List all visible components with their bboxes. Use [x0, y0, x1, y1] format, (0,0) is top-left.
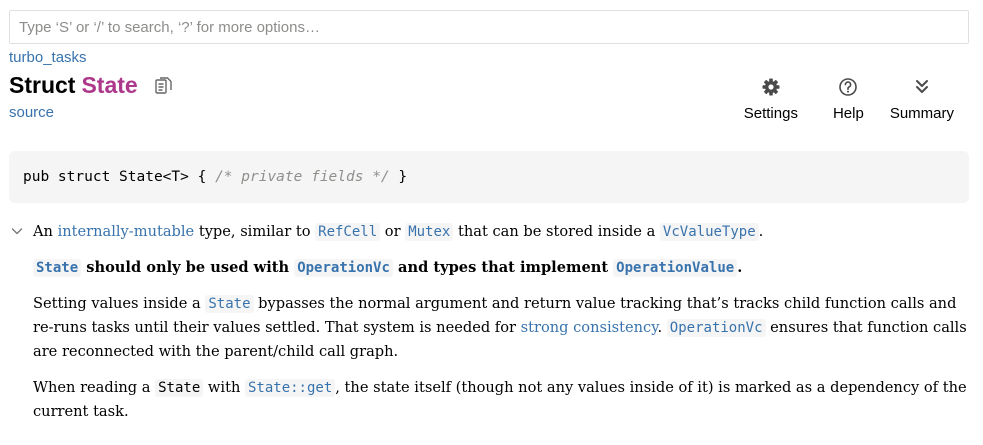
search-bar: [9, 10, 969, 44]
copy-path-icon: [155, 76, 172, 94]
state-get-link[interactable]: State::get: [244, 379, 336, 397]
item-kind: Struct: [9, 72, 76, 98]
refcell-link[interactable]: RefCell: [315, 223, 381, 241]
text: When reading a: [33, 379, 156, 396]
crate-link[interactable]: turbo_tasks: [9, 49, 87, 66]
toolbar: Settings Help Summary: [731, 77, 967, 122]
text: bypasses the normal argument and return …: [33, 295, 957, 336]
text: should only be used with: [81, 259, 295, 276]
docblock: An internally-mutable type, similar to R…: [9, 220, 969, 424]
help-button[interactable]: Help: [820, 77, 877, 122]
operationvc-link[interactable]: OperationVc: [294, 259, 393, 277]
operationvalue-link[interactable]: OperationValue: [613, 259, 738, 277]
page-title: Struct State: [9, 72, 174, 99]
mutex-link[interactable]: Mutex: [405, 223, 454, 241]
text: or: [380, 223, 406, 240]
text: ensures that function calls are reconnec…: [33, 319, 967, 360]
state-link[interactable]: State: [33, 259, 82, 277]
internally-mutable-link[interactable]: internally-mutable: [57, 223, 195, 240]
strong-consistency-link[interactable]: strong consistency: [520, 319, 658, 336]
signature-closing: }: [389, 169, 408, 185]
text: Setting values inside a: [33, 295, 206, 312]
text: , the state itself (though not any value…: [33, 379, 967, 420]
state-link[interactable]: State: [205, 295, 254, 313]
summary-label: Summary: [889, 105, 954, 122]
text: .: [758, 223, 764, 240]
summary-button[interactable]: Summary: [877, 77, 967, 122]
collapse-toggle[interactable]: [9, 223, 25, 239]
text: .: [737, 259, 743, 276]
doc-paragraph-4: When reading a State with State::get, th…: [33, 376, 969, 424]
doc-paragraph-2: State should only be used with Operation…: [33, 256, 969, 280]
doc-paragraph-3: Setting values inside a State bypasses t…: [33, 292, 969, 364]
text: type, similar to: [194, 223, 316, 240]
double-chevron-down-icon: [915, 80, 928, 93]
signature-comment: /* private fields */: [215, 169, 390, 185]
search-input[interactable]: [9, 10, 969, 44]
question-circle-icon: [839, 78, 858, 96]
copy-path-button[interactable]: [154, 75, 174, 97]
signature-text: pub struct State<T> {: [23, 169, 216, 185]
text: An: [33, 223, 58, 240]
text: that can be stored inside a: [453, 223, 660, 240]
settings-button[interactable]: Settings: [731, 77, 820, 122]
source-link[interactable]: source: [9, 104, 55, 121]
gear-icon: [762, 78, 780, 96]
chevron-down-icon: [11, 228, 23, 235]
struct-signature: pub struct State<T> { /* private fields …: [9, 151, 969, 203]
text: and types that implement: [392, 259, 614, 276]
struct-name: State: [81, 72, 138, 98]
doc-paragraph-1: An internally-mutable type, similar to R…: [33, 220, 969, 244]
operationvc-link[interactable]: OperationVc: [666, 319, 766, 337]
settings-label: Settings: [743, 105, 798, 122]
text: with: [203, 379, 245, 396]
vcvaluetype-link[interactable]: VcValueType: [659, 223, 759, 241]
state-code: State: [155, 379, 204, 397]
text: .: [657, 319, 667, 336]
help-label: Help: [832, 105, 864, 122]
